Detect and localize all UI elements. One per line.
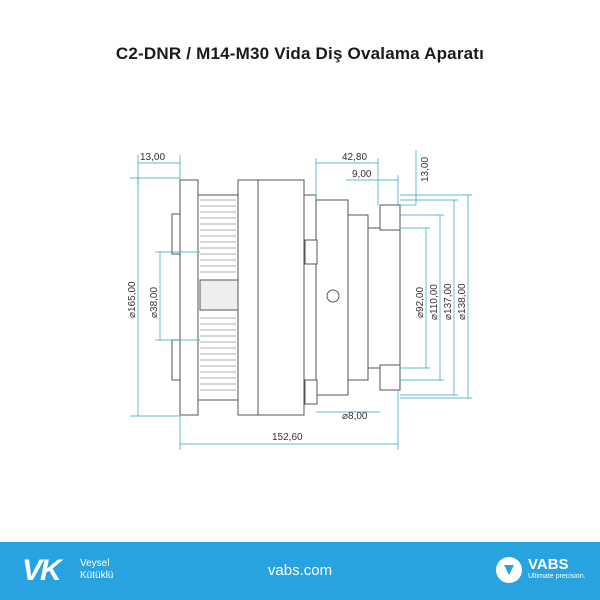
dim-top-left: 13,00 (140, 152, 165, 163)
center-slot (199, 279, 239, 311)
brand-line-2: Kütüklü (80, 570, 114, 581)
dim-total-length: 152,60 (272, 432, 303, 443)
vabs-tagline: Ultimate precision. (528, 573, 586, 580)
left-flange-notch-top (171, 213, 181, 255)
footer: VK Veysel Kütüklü vabs.com VABS Ultimate… (0, 542, 600, 600)
technical-drawing: 13,00 42,80 9,00 13,00 ⌀165,00 ⌀38,00 ⌀9… (127, 150, 472, 450)
right-flange (303, 194, 317, 401)
website-link[interactable]: vabs.com (267, 562, 333, 579)
end-cap-outer-bottom (379, 364, 401, 391)
vabs-name: VABS (528, 556, 569, 573)
dim-right-dia-4: ⌀138,00 (457, 283, 468, 320)
right-plate (347, 214, 369, 381)
brand-line-1: Veysel (80, 558, 110, 569)
dim-right-dia-3: ⌀137,00 (443, 283, 454, 320)
left-flange-notch-bottom (171, 339, 181, 381)
vk-brand-text: Veysel Kütüklü (80, 558, 113, 582)
bolt-top (304, 239, 318, 265)
dim-top-mid: 42,80 (342, 152, 367, 163)
vabs-logo-icon (496, 557, 522, 583)
dim-right-dia-2: ⌀110,00 (429, 284, 440, 320)
dim-right-dia-1: ⌀92,00 (415, 287, 426, 318)
end-cap (367, 227, 401, 369)
dim-pin-dia: ⌀8,00 (342, 411, 368, 422)
left-flange (179, 179, 199, 416)
page-title: C2-DNR / M14-M30 Vida Diş Ovalama Aparat… (115, 44, 485, 63)
pin-hole (326, 289, 340, 303)
dim-top-right-vert: 13,00 (420, 157, 431, 182)
bolt-bottom (304, 379, 318, 405)
dim-left-inner-dia: ⌀38,00 (149, 287, 160, 318)
dim-top-mid2: 9,00 (352, 169, 372, 180)
dim-left-outer-dia: ⌀165,00 (127, 281, 138, 318)
main-body (237, 179, 305, 416)
end-cap-outer-top (379, 204, 401, 231)
vk-logo: VK (22, 554, 62, 587)
